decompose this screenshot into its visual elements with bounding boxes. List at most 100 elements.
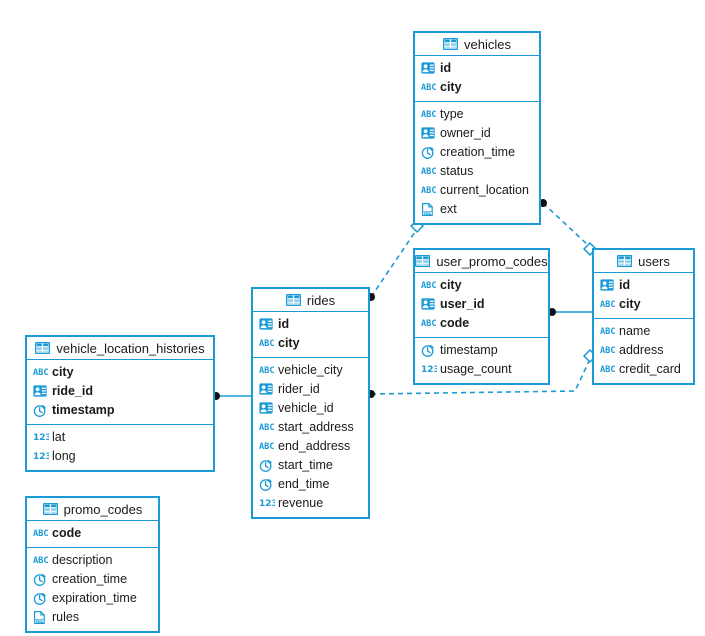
field-label: ride_id	[52, 384, 93, 399]
field-label: start_time	[278, 458, 333, 473]
abc-string-icon: ABC	[600, 344, 616, 357]
field-row[interactable]: vehicle_id	[253, 399, 368, 418]
field-label: vehicle_id	[278, 401, 334, 416]
rel-vehicles-users[interactable]	[539, 199, 598, 257]
field-row[interactable]: creation_time	[27, 570, 158, 589]
abc-string-icon: ABC	[259, 364, 275, 377]
table-grid-icon	[415, 255, 431, 267]
123-number-icon: 123	[33, 450, 49, 463]
relationship-line	[542, 202, 591, 248]
field-row[interactable]: timestamp	[415, 341, 548, 360]
id-card-icon	[259, 318, 273, 331]
svg-text:123: 123	[259, 499, 275, 508]
field-label: id	[619, 278, 631, 293]
field-label: usage_count	[440, 362, 512, 377]
field-row[interactable]: id	[415, 59, 539, 78]
abc-string-icon: ABC	[421, 317, 437, 330]
field-label: long	[52, 449, 76, 464]
field-row[interactable]: timestamp	[27, 401, 213, 420]
123-number-icon: 123	[421, 363, 437, 376]
field-label: start_address	[278, 420, 354, 435]
id-card-icon	[421, 62, 435, 75]
field-row[interactable]: end_time	[253, 475, 368, 494]
field-row[interactable]: id	[594, 276, 693, 295]
table-title-bar[interactable]: vehicle_location_histories	[27, 337, 213, 360]
svg-text:ABC: ABC	[421, 167, 437, 176]
table-name: user_promo_codes	[436, 253, 548, 269]
svg-text:ABC: ABC	[421, 319, 437, 328]
table-title-bar[interactable]: vehicles	[415, 33, 539, 56]
id-card-icon	[600, 279, 614, 292]
table-title-bar[interactable]: users	[594, 250, 693, 273]
field-label: end_address	[278, 439, 351, 454]
field-row[interactable]: ride_id	[27, 382, 213, 401]
svg-text:ABC: ABC	[421, 83, 437, 92]
table-title-bar[interactable]: user_promo_codes	[415, 250, 548, 273]
field-label: user_id	[440, 297, 485, 312]
svg-text:ABC: ABC	[421, 281, 437, 290]
table-title-bar[interactable]: rides	[253, 289, 368, 312]
field-row[interactable]: creation_time	[415, 143, 539, 162]
field-row[interactable]: start_time	[253, 456, 368, 475]
field-row[interactable]: expiration_time	[27, 589, 158, 608]
table-name: promo_codes	[63, 501, 143, 517]
svg-text:ABC: ABC	[421, 186, 437, 195]
field-row[interactable]: owner_id	[415, 124, 539, 143]
id-card-icon	[421, 298, 435, 311]
field-row[interactable]: id	[253, 315, 368, 334]
rel-user-promo-codes-users[interactable]	[548, 308, 592, 316]
svg-text:ABC: ABC	[259, 366, 275, 375]
abc-string-icon: ABC	[259, 440, 275, 453]
id-card-icon	[259, 383, 273, 396]
field-row[interactable]: user_id	[415, 295, 548, 314]
abc-string-icon: ABC	[421, 81, 437, 94]
field-label: lat	[52, 430, 66, 445]
field-label: timestamp	[52, 403, 115, 418]
table-title-bar[interactable]: promo_codes	[27, 498, 158, 521]
svg-text:ABC: ABC	[33, 529, 49, 538]
abc-string-icon: ABC	[421, 165, 437, 178]
123-number-icon: 123	[259, 497, 275, 510]
field-row[interactable]: rider_id	[253, 380, 368, 399]
table-grid-icon	[285, 294, 301, 306]
rel-vehicle-location-histories-rides[interactable]	[212, 392, 251, 400]
svg-text:ABC: ABC	[421, 110, 437, 119]
field-label: city	[440, 80, 462, 95]
